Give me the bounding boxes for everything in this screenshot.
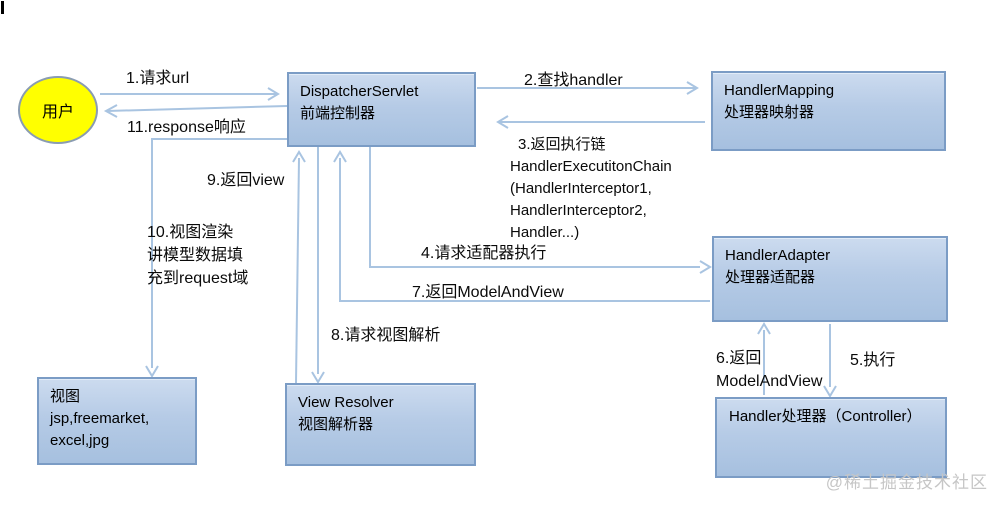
- text-cursor-artifact: [1, 1, 4, 14]
- dispatcher-servlet-subtitle: 前端控制器: [300, 105, 376, 122]
- label-7-return-modelandview: 7.返回ModelAndView: [412, 284, 564, 301]
- arrow-11-response: [103, 104, 288, 118]
- label-6-return-modelandview: 6.返回 ModelAndView: [716, 347, 822, 393]
- handler-adapter-title: HandlerAdapter: [725, 247, 831, 264]
- handler-adapter-subtitle: 处理器适配器: [725, 269, 816, 286]
- label-3-line4: HandlerInterceptor2,: [510, 202, 647, 219]
- view-resolver-title: View Resolver: [298, 394, 394, 411]
- dispatcher-servlet-title: DispatcherServlet: [300, 83, 419, 100]
- view-resolver-box: View Resolver 视图解析器: [285, 383, 476, 466]
- label-9-return-view: 9.返回view: [207, 172, 285, 189]
- label-3-return-execution-chain: 3.返回执行链 HandlerExecutitonChain (HandlerI…: [510, 134, 672, 244]
- handler-mapping-title: HandlerMapping: [724, 82, 835, 99]
- watermark: @稀土掘金技术社区: [825, 473, 988, 492]
- dispatcher-servlet-box: DispatcherServlet 前端控制器: [287, 72, 476, 147]
- label-10-line1: 10.视图渲染: [147, 224, 234, 241]
- label-10-line3: 充到request域: [147, 270, 249, 287]
- handler-controller-title: Handler处理器（Controller）: [729, 408, 922, 425]
- label-10-line2: 讲模型数据填: [147, 247, 244, 264]
- label-3-line3: (HandlerInterceptor1,: [510, 180, 652, 197]
- label-6-line2: ModelAndView: [716, 373, 823, 390]
- label-2-find-handler: 2.查找handler: [524, 72, 623, 89]
- arrow-3-return-execution-chain: [496, 115, 705, 129]
- label-10-render-view: 10.视图渲染 讲模型数据填 充到request域: [147, 221, 248, 290]
- handler-mapping-box: HandlerMapping 处理器映射器: [711, 71, 946, 151]
- handler-adapter-box: HandlerAdapter 处理器适配器: [712, 236, 948, 322]
- label-5-execute: 5.执行: [850, 352, 896, 369]
- handler-controller-box: Handler处理器（Controller）: [715, 397, 947, 478]
- view-resolver-subtitle: 视图解析器: [298, 416, 374, 433]
- view-box: 视图 jsp,freemarket, excel,jpg: [37, 377, 197, 465]
- label-1-request-url: 1.请求url: [126, 70, 190, 87]
- user-node-label: 用户: [41, 104, 74, 121]
- arrow-8-request-view-resolve: [311, 147, 325, 384]
- label-11-response: 11.response响应: [127, 119, 246, 136]
- view-box-line3: excel,jpg: [50, 432, 110, 449]
- arrow-5-execute: [823, 324, 837, 398]
- view-box-title: 视图: [50, 388, 81, 405]
- user-node: 用户: [18, 76, 98, 144]
- handler-mapping-subtitle: 处理器映射器: [724, 104, 815, 121]
- label-3-line2: HandlerExecutitonChain: [510, 158, 672, 175]
- view-box-line2: jsp,freemarket,: [50, 410, 150, 427]
- label-6-line1: 6.返回: [716, 350, 762, 367]
- label-3-line1: 3.返回执行链: [518, 136, 606, 153]
- label-4-request-adapter-execute: 4.请求适配器执行: [421, 245, 547, 262]
- arrow-9-return-view: [292, 150, 306, 384]
- label-3-line5: Handler...): [510, 224, 580, 241]
- label-8-request-view-resolve: 8.请求视图解析: [331, 327, 441, 344]
